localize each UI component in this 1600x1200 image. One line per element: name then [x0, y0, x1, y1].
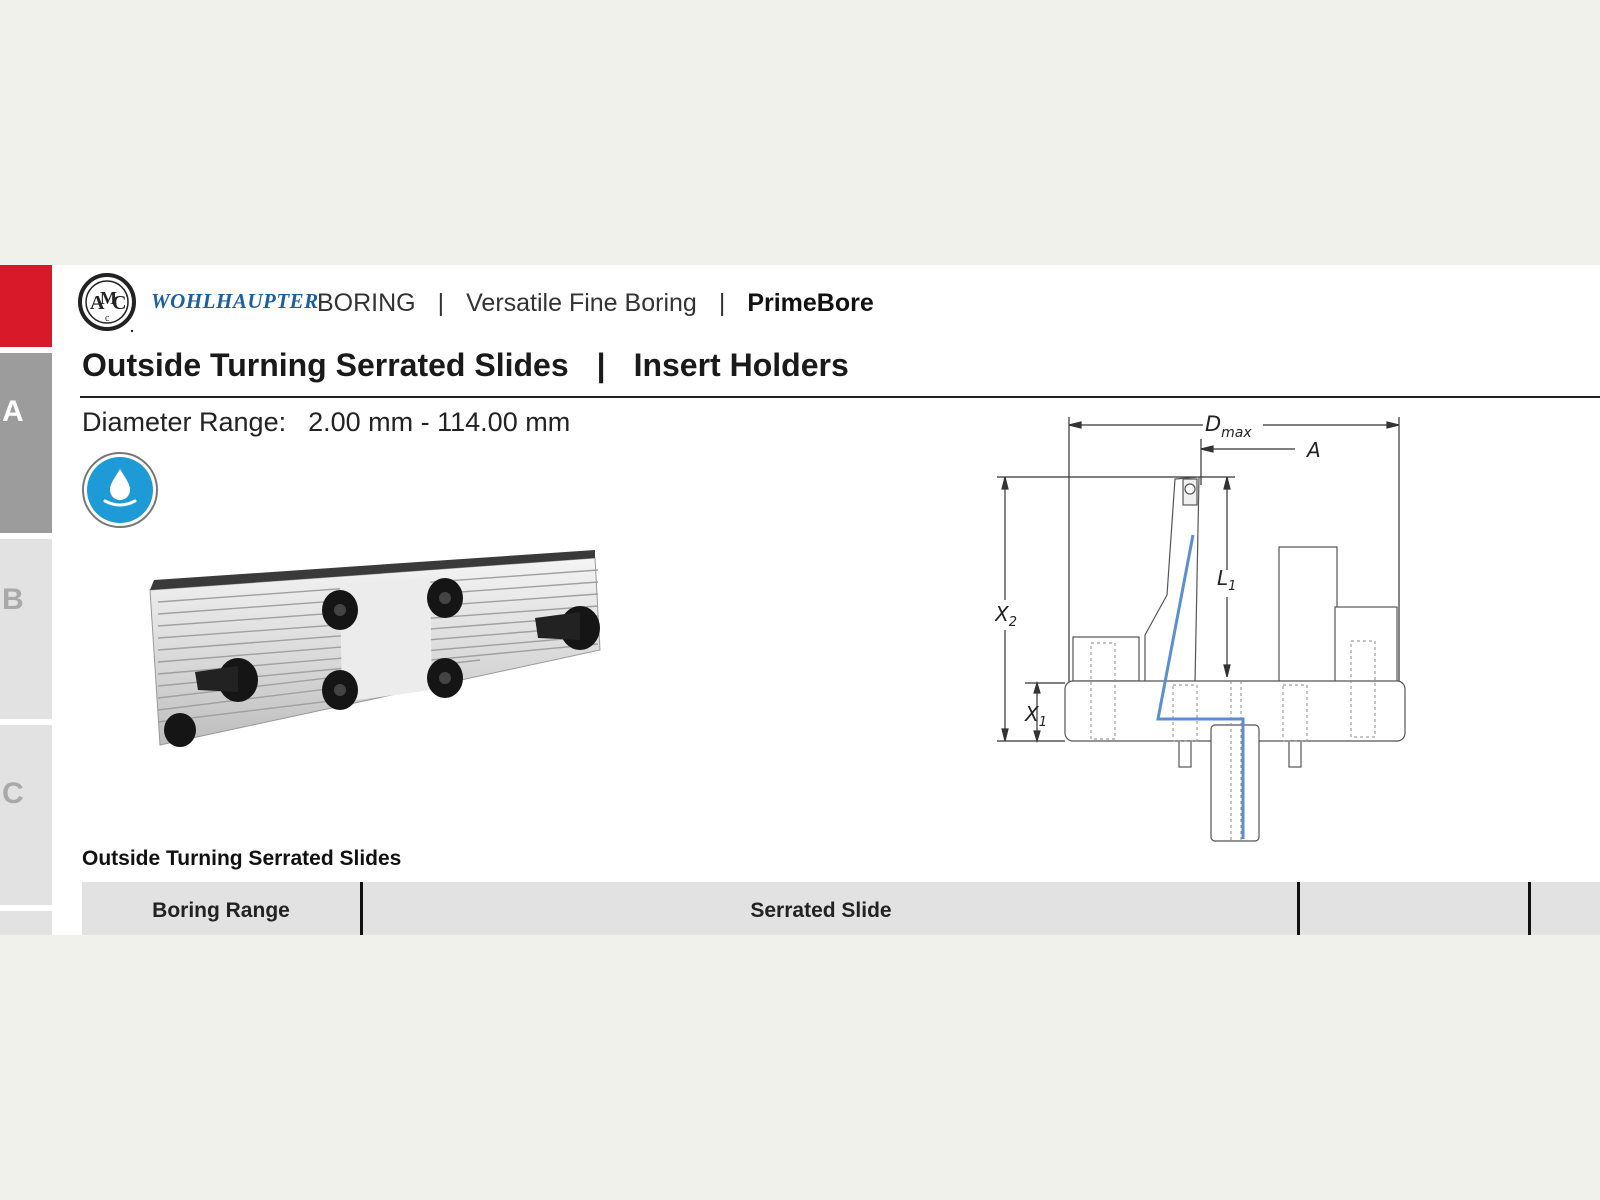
- side-tab-label: C: [2, 777, 24, 810]
- header-column-4: [1531, 882, 1600, 935]
- column-divider: [1297, 882, 1300, 935]
- svg-text:A: A: [90, 292, 105, 314]
- column-divider: [1528, 882, 1531, 935]
- l1-label: L: [1217, 566, 1228, 590]
- breadcrumb-boring[interactable]: BORING: [317, 289, 416, 317]
- side-tab-c[interactable]: C: [0, 725, 52, 905]
- page-title-left: Outside Turning Serrated Slides: [82, 347, 569, 383]
- technical-drawing: Dmax A L1 X2 X1: [995, 415, 1406, 842]
- svg-text:M: M: [100, 288, 117, 308]
- l1-label-sub: 1: [1228, 579, 1236, 594]
- breadcrumb: BORING | Versatile Fine Boring | PrimeBore: [317, 289, 874, 318]
- table-title: Outside Turning Serrated Slides: [82, 847, 402, 870]
- diameter-range: Diameter Range: 2.00 mm - 114.00 mm: [82, 407, 570, 438]
- breadcrumb-versatile-fine-boring[interactable]: Versatile Fine Boring: [466, 289, 697, 317]
- dmax-label-sub: max: [1221, 425, 1252, 441]
- diameter-label: Diameter Range:: [82, 407, 287, 437]
- header-column-3: [1300, 882, 1526, 935]
- side-tab-a[interactable]: A: [0, 353, 52, 533]
- dmax-label: D: [1205, 415, 1221, 436]
- side-tab-label: A: [2, 395, 24, 428]
- x2-label: X: [995, 602, 1010, 626]
- side-tab-b[interactable]: B: [0, 539, 52, 719]
- svg-text:C: C: [112, 292, 126, 314]
- svg-text:c: c: [105, 313, 110, 324]
- x2-label-sub: 2: [1009, 615, 1017, 630]
- table-header-row: Boring Range Serrated Slide: [82, 882, 1600, 935]
- page-title: Outside Turning Serrated Slides | Insert H…: [82, 347, 849, 384]
- svg-text:L1: L1: [1217, 566, 1236, 594]
- amc-logo: A M C c: [78, 273, 136, 333]
- breadcrumb-primebore[interactable]: PrimeBore: [747, 289, 874, 317]
- diameter-value: 2.00 mm - 114.00 mm: [308, 407, 571, 437]
- header-boring-range: Boring Range: [152, 899, 290, 922]
- section-marker-red: [0, 265, 52, 347]
- svg-text:Dmax: Dmax: [1205, 415, 1252, 441]
- breadcrumb-separator: |: [718, 289, 726, 317]
- title-separator: |: [596, 347, 606, 383]
- serrated-slide-photo: [149, 550, 601, 747]
- side-tab-label: B: [2, 583, 24, 616]
- column-divider: [360, 882, 363, 935]
- svg-text:X1: X1: [1024, 702, 1047, 730]
- x1-label: X: [1024, 702, 1040, 726]
- x1-label-sub: 1: [1039, 715, 1047, 730]
- a-label: A: [1305, 438, 1321, 462]
- catalog-page: A B C A M C c WOHLHAUPTER BORING | Versati…: [0, 265, 1600, 935]
- brand-wohlhaupter: WOHLHAUPTER: [151, 289, 319, 313]
- side-tab-d[interactable]: [0, 911, 52, 935]
- coolant-drop-icon: [82, 452, 158, 528]
- svg-text:X2: X2: [995, 602, 1017, 630]
- header-serrated-slide: Serrated Slide: [750, 899, 892, 922]
- breadcrumb-separator: |: [437, 289, 445, 317]
- title-divider: [80, 396, 1600, 398]
- page-title-right: Insert Holders: [633, 347, 849, 383]
